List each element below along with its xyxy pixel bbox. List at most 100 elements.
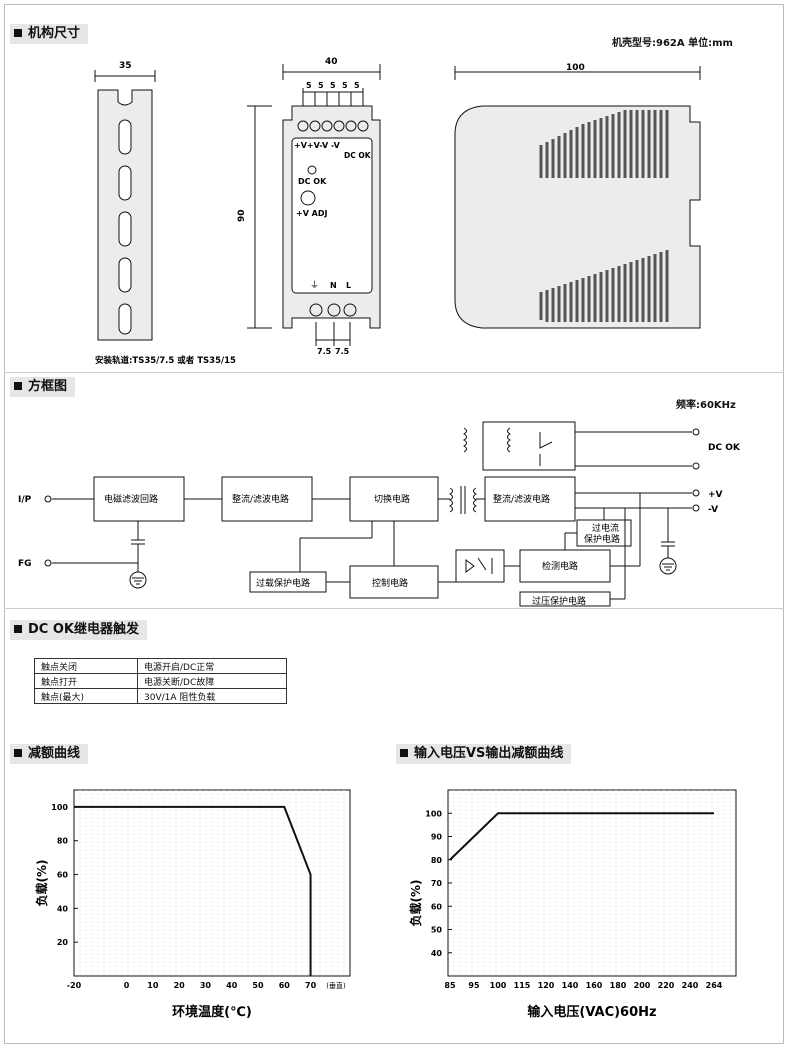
x-axis-label: 输入电压(VAC)60Hz xyxy=(527,1004,656,1020)
table-row: 触点打开电源关断/DC故障 xyxy=(34,673,287,689)
overcurrent-box-line1: 过电流 xyxy=(592,522,619,534)
series-line xyxy=(74,805,312,976)
pitch-bottom-2: 7.5 xyxy=(335,347,350,356)
x-tick-label: 220 xyxy=(658,981,675,990)
led-label: DC OK xyxy=(298,177,327,186)
x-tick-label: 50 xyxy=(252,981,264,990)
y-tick-label: 40 xyxy=(431,949,443,958)
table-cell: 30V/1A 阻性负载 xyxy=(137,688,287,704)
x-tick-label: 264 xyxy=(706,981,723,990)
table-row: 触点关闭电源开启/DC正常 xyxy=(34,658,287,674)
vent-slots xyxy=(539,110,669,322)
n-terminal-label: N xyxy=(330,281,337,290)
y-tick-label: 100 xyxy=(51,803,68,812)
side-depth-label: 100 xyxy=(566,63,585,73)
x-tick-label: 60 xyxy=(279,981,291,990)
overvoltage-box: 过压保护电路 xyxy=(532,595,586,607)
overcurrent-box-line2: 保护电路 xyxy=(584,533,620,545)
vplus-output-label: +V xyxy=(708,490,723,500)
din-rail xyxy=(94,70,156,341)
y-tick-label: 40 xyxy=(57,904,69,913)
rail-width-label: 35 xyxy=(119,61,132,71)
pitch-3: 5 xyxy=(330,81,336,90)
x-tick-label: 140 xyxy=(562,981,579,990)
rectifier-2-box: 整流/滤波电路 xyxy=(493,493,550,505)
x-tick-label: 115 xyxy=(514,981,531,990)
pitch-5: 5 xyxy=(354,81,360,90)
y-tick-label: 60 xyxy=(431,902,443,911)
case-note: 机壳型号:962A 单位:mm xyxy=(612,38,733,49)
rail-note: 安装轨道:TS35/7.5 或者 TS35/15 xyxy=(95,355,236,366)
dc-ok-contact-label: DC OK xyxy=(344,151,372,160)
relay-table: 触点关闭电源开启/DC正常 触点打开电源关断/DC故障 触点(最大)30V/1A… xyxy=(34,658,287,704)
control-box: 控制电路 xyxy=(372,577,408,589)
x-tick-label: 160 xyxy=(586,981,603,990)
adj-label: +V ADJ xyxy=(296,209,328,218)
side-view xyxy=(454,66,701,329)
bullet-square-icon xyxy=(14,748,22,757)
x-tick-label: 20 xyxy=(174,981,186,990)
x-axis-label: 环境温度(℃) xyxy=(172,1004,252,1020)
bullet-square-icon xyxy=(400,748,408,757)
y-tick-label: 80 xyxy=(431,856,443,865)
y-tick-label: 20 xyxy=(57,938,69,947)
x-tick-label: 120 xyxy=(538,981,555,990)
x-tick-label: 240 xyxy=(682,981,699,990)
front-width-label: 40 xyxy=(325,57,338,67)
bullet-square-icon xyxy=(14,28,22,37)
y-tick-label: 70 xyxy=(431,879,443,888)
table-cell: 触点打开 xyxy=(34,673,138,689)
y-tick-label: 90 xyxy=(431,833,443,842)
dimension-drawing: 35 安装轨道:TS35/7.5 或者 TS35/15 40 5 5 5 5 5… xyxy=(94,57,701,366)
x-tick-label: 180 xyxy=(610,981,627,990)
x-tick-label: 30 xyxy=(200,981,212,990)
detection-box: 检测电路 xyxy=(542,560,578,572)
y-axis-label: 负载(%) xyxy=(34,860,49,907)
pitch-4: 5 xyxy=(342,81,348,90)
x-unit-note: (垂直) xyxy=(326,981,346,990)
y-tick-label: 100 xyxy=(425,809,442,818)
pitch-1: 5 xyxy=(306,81,312,90)
table-cell: 触点关闭 xyxy=(34,658,138,674)
table-row: 触点(最大)30V/1A 阻性负载 xyxy=(34,688,287,704)
x-tick-label: 100 xyxy=(490,981,507,990)
divider xyxy=(4,372,784,373)
divider xyxy=(4,608,784,609)
height-label: 90 xyxy=(237,209,247,222)
x-tick-label: -20 xyxy=(67,981,82,990)
bullet-square-icon xyxy=(14,624,22,633)
section-dimensions-title: 机构尺寸 xyxy=(10,24,89,44)
x-tick-label: 70 xyxy=(305,981,317,990)
emi-filter-box: 电磁滤波回路 xyxy=(104,493,158,505)
top-terminal-labels: +V+V-V -V xyxy=(294,141,341,150)
section-derating-title: 减额曲线 xyxy=(10,744,89,764)
section-block-diagram-title: 方框图 xyxy=(10,377,76,397)
x-tick-label: 40 xyxy=(226,981,238,990)
x-tick-label: 10 xyxy=(147,981,159,990)
x-tick-label: 95 xyxy=(468,981,480,990)
table-cell: 电源开启/DC正常 xyxy=(137,658,287,674)
table-cell: 电源关断/DC故障 xyxy=(137,673,287,689)
l-terminal-label: L xyxy=(346,281,351,290)
fg-label: FG xyxy=(18,559,32,569)
rectifier-1-box: 整流/滤波电路 xyxy=(232,493,289,505)
table-cell: 触点(最大) xyxy=(34,688,138,704)
dc-ok-output-label: DC OK xyxy=(708,443,741,453)
page-frame xyxy=(4,4,784,1044)
x-tick-label: 0 xyxy=(124,981,130,990)
series-line xyxy=(449,812,714,861)
x-tick-label: 85 xyxy=(444,981,456,990)
y-tick-label: 80 xyxy=(57,837,69,846)
pitch-2: 5 xyxy=(318,81,324,90)
section-relay-title: DC OK继电器触发 xyxy=(10,620,147,640)
pitch-bottom-1: 7.5 xyxy=(317,347,332,356)
bullet-square-icon xyxy=(14,381,22,390)
vminus-output-label: -V xyxy=(708,505,718,515)
ground-terminal-icon: ⏚ xyxy=(310,280,319,291)
y-axis-label: 负载(%) xyxy=(408,880,423,927)
front-view xyxy=(247,64,381,346)
frequency-note: 频率:60KHz xyxy=(676,400,736,411)
y-tick-label: 50 xyxy=(431,926,443,935)
section-input-derating-title: 输入电压VS输出减额曲线 xyxy=(396,744,572,764)
